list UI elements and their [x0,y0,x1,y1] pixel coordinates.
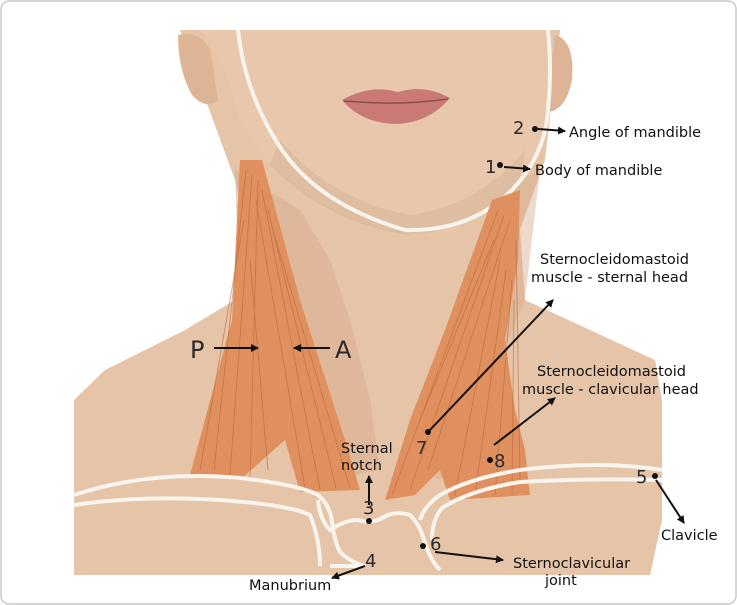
point-7-dot [425,429,431,435]
stubble [270,140,525,235]
point-6-dot [420,543,426,549]
point-1-dot [497,162,503,168]
number-8: 8 [494,451,505,472]
arrow-1 [503,164,531,173]
number-6: 6 [430,534,441,555]
label-scm-sternal-line2: muscle - sternal head [531,270,688,286]
ear-left [178,34,218,104]
number-3: 3 [363,498,374,519]
point-3-dot [366,518,372,524]
label-scm-clavicular-line1: Sternocleidomastoid [537,364,686,380]
number-5: 5 [636,467,647,488]
anterior-letter: A [335,336,352,364]
point-2-dot [532,126,538,132]
arrow-5 [655,479,685,524]
clavicle-manubrium-outline [73,463,663,572]
number-1: 1 [485,157,496,178]
label-arrows [214,126,685,580]
lips [342,89,450,124]
label-sternoclavicular-line1: Sternoclavicular [513,556,630,572]
label-scm-clavicular-line2: muscle - clavicular head [522,382,699,398]
face [200,30,550,235]
number-4: 4 [365,551,376,572]
sternocleidomastoid-right [385,190,530,500]
label-sternal-notch-line1: Sternal [341,441,393,457]
label-angle-of-mandible: Angle of mandible [569,125,701,141]
ear-right [548,35,573,112]
label-manubrium: Manubrium [249,578,331,594]
arrow-7 [429,299,554,431]
label-sternoclavicular-line2: joint [544,573,577,589]
arrow-6 [434,551,504,564]
number-2: 2 [513,118,524,139]
lip-line [343,98,449,104]
point-8-dot [487,457,493,463]
label-sternal-notch-line2: notch [341,458,382,474]
point-5-dot [652,473,658,479]
number-7: 7 [416,438,427,459]
label-body-of-mandible: Body of mandible [535,163,662,179]
label-clavicle: Clavicle [661,528,718,544]
arrow-2 [537,126,566,135]
posterior-letter: P [190,336,204,364]
arrow-8 [493,397,556,446]
label-points [366,126,658,549]
label-scm-sternal-line1: Sternocleidomastoid [540,252,689,268]
arrow-4 [331,565,366,580]
mandible-outline [236,29,552,233]
